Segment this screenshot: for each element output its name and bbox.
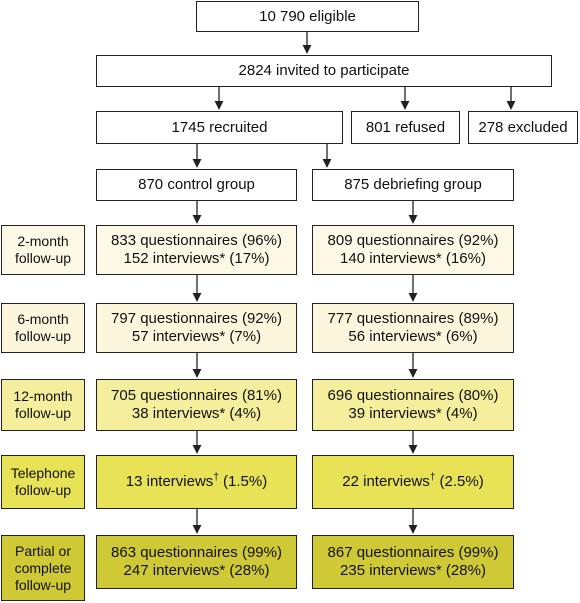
debriefing-12-month-box: 696 questionnaires (80%) 39 interviews* … — [312, 379, 514, 431]
debriefing-2m-interviews: 140 interviews* (16%) — [340, 250, 486, 267]
control-6m-questionnaires: 797 questionnaires (92%) — [111, 310, 282, 327]
eligible-box: 10 790 eligible — [196, 1, 419, 32]
stage-label-12-month: 12-month follow-up — [1, 379, 85, 431]
debriefing-12m-questionnaires: 696 questionnaires (80%) — [327, 387, 499, 404]
control-12m-questionnaires: 705 questionnaires (81%) — [111, 387, 282, 404]
control-2m-questionnaires: 833 questionnaires (96%) — [111, 232, 282, 249]
stage-label-6-month: 6-month follow-up — [1, 303, 85, 353]
control-12m-interviews: 38 interviews* (4%) — [131, 405, 262, 422]
control-6m-interviews: 57 interviews* (7%) — [131, 328, 262, 345]
debriefing-2-month-box: 809 questionnaires (92%) 140 interviews*… — [312, 225, 514, 275]
debriefing-6m-questionnaires: 777 questionnaires (89%) — [327, 310, 499, 327]
debriefing-telephone-box: 22 interviews† (2.5%) — [312, 455, 514, 509]
control-group-text: 870 control group — [138, 176, 255, 193]
invited-text: 2824 invited to participate — [238, 62, 410, 79]
debriefing-group-box: 875 debriefing group — [312, 169, 514, 201]
stage-label-line: Telephone — [10, 465, 76, 481]
stage-label-line: follow-up — [14, 250, 72, 266]
stage-label-line: follow-up — [14, 576, 72, 593]
control-2m-interviews: 152 interviews* (17%) — [123, 250, 270, 267]
stage-label-line: 6-month — [17, 311, 69, 327]
debriefing-telephone-interviews: 22 interviews† (2.5%) — [342, 472, 484, 491]
stage-label-line: follow-up — [14, 482, 72, 498]
debriefing-6-month-box: 777 questionnaires (89%) 56 interviews* … — [312, 303, 514, 353]
control-2-month-box: 833 questionnaires (96%) 152 interviews*… — [96, 225, 297, 275]
dagger-mark: † — [213, 472, 219, 483]
debriefing-final-questionnaires: 867 questionnaires (99%) — [327, 544, 499, 561]
debriefing-group-text: 875 debriefing group — [344, 176, 482, 193]
control-group-box: 870 control group — [96, 169, 297, 201]
control-telephone-box: 13 interviews† (1.5%) — [96, 455, 297, 509]
control-12-month-box: 705 questionnaires (81%) 38 interviews* … — [96, 379, 297, 431]
stage-label-2-month: 2-month follow-up — [1, 225, 85, 275]
excluded-box: 278 excluded — [468, 111, 578, 144]
stage-label-line: follow-up — [14, 328, 72, 344]
refused-text: 801 refused — [365, 118, 446, 136]
recruited-box: 1745 recruited — [96, 111, 343, 144]
control-final-box: 863 questionnaires (99%) 247 interviews*… — [96, 535, 297, 589]
control-telephone-interviews: 13 interviews† (1.5%) — [125, 472, 268, 491]
stage-label-line: complete — [14, 559, 72, 576]
recruited-text: 1745 recruited — [171, 118, 268, 136]
refused-box: 801 refused — [351, 111, 460, 144]
invited-box: 2824 invited to participate — [96, 55, 552, 87]
control-final-questionnaires: 863 questionnaires (99%) — [111, 544, 282, 561]
stage-label-telephone: Telephone follow-up — [1, 455, 85, 509]
control-6-month-box: 797 questionnaires (92%) 57 interviews* … — [96, 303, 297, 353]
eligible-text: 10 790 eligible — [259, 7, 356, 25]
stage-label-partial-complete: Partial or complete follow-up — [1, 535, 85, 601]
stage-label-line: 2-month — [17, 233, 69, 249]
stage-label-line: follow-up — [14, 405, 72, 421]
debriefing-final-interviews: 235 interviews* (28%) — [340, 562, 486, 579]
stage-label-line: Partial or — [14, 542, 72, 559]
control-final-interviews: 247 interviews* (28%) — [123, 562, 270, 579]
debriefing-12m-interviews: 39 interviews* (4%) — [348, 405, 478, 422]
excluded-text: 278 excluded — [478, 118, 568, 136]
dagger-mark: † — [429, 472, 436, 483]
debriefing-6m-interviews: 56 interviews* (6%) — [348, 328, 478, 345]
debriefing-2m-questionnaires: 809 questionnaires (92%) — [327, 232, 499, 249]
debriefing-final-box: 867 questionnaires (99%) 235 interviews*… — [312, 535, 514, 589]
stage-label-line: 12-month — [13, 388, 73, 404]
